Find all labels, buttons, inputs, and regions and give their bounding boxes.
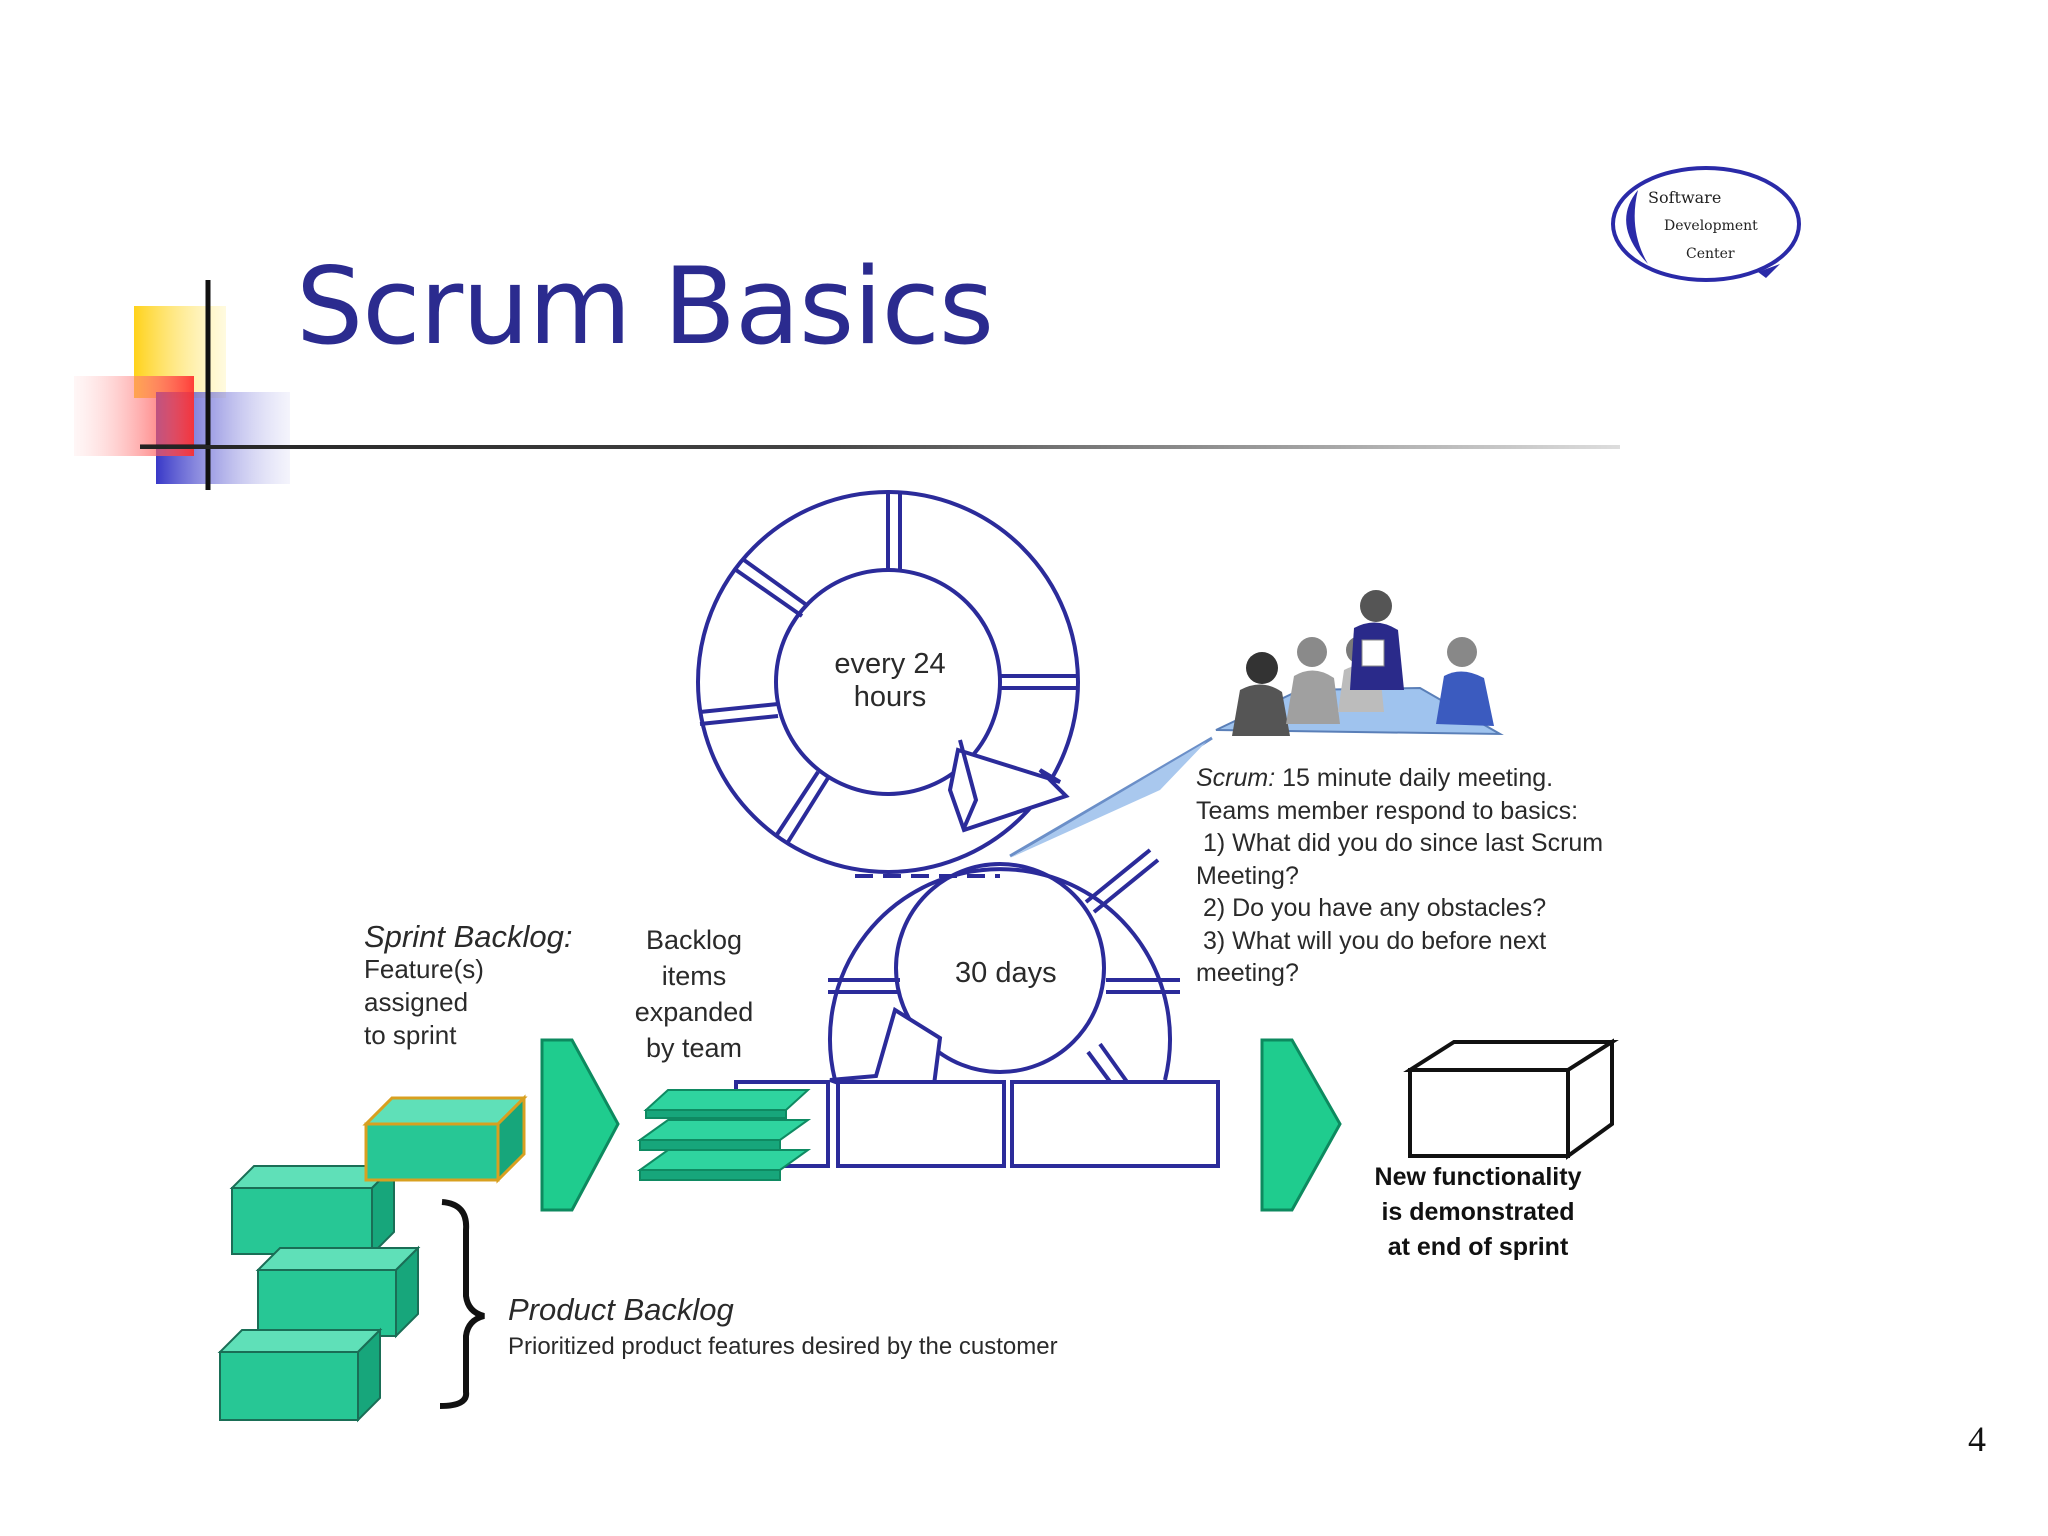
- product-backlog-label: Product Backlog Prioritized product feat…: [508, 1290, 1058, 1363]
- red-square: [74, 376, 194, 456]
- sprint-track: [734, 1080, 1220, 1168]
- slide-title: Scrum Basics: [296, 245, 994, 368]
- new-functionality-label: New functionality is demonstrated at end…: [1374, 1163, 1582, 1261]
- sprint-cycle-ring: [828, 848, 1180, 1108]
- daily-cycle-arrow: [947, 747, 1070, 833]
- product-backlog-boxes: [217, 1163, 421, 1423]
- title-underline: [140, 445, 1620, 449]
- page-number: 4: [1968, 1419, 1986, 1459]
- product-backlog-bracket: [439, 1199, 485, 1409]
- backlog-items-stack: [636, 1089, 812, 1181]
- logo-line3: Center: [1686, 246, 1735, 262]
- backlog-items-label: Backlog items expanded by team: [634, 925, 754, 1063]
- new-functionality-box: [1403, 1038, 1619, 1160]
- product-backlog-title: Product Backlog: [508, 1292, 734, 1327]
- arrow-to-backlog-items: [540, 1038, 620, 1212]
- logo-swoosh: [1611, 166, 1801, 282]
- logo-line1: Software: [1648, 188, 1722, 207]
- logo-line2: Development: [1664, 218, 1758, 234]
- sprint-cycle-label: 30 days: [955, 957, 1057, 989]
- title-decoration: [74, 280, 290, 490]
- daily-cycle-ring: [696, 490, 1080, 874]
- sprint-backlog-box: [362, 1094, 528, 1184]
- scrum-meeting-title: Scrum:: [1196, 764, 1276, 792]
- product-backlog-subtitle: Prioritized product features desired by …: [508, 1333, 1058, 1360]
- meeting-illustration: [1215, 590, 1504, 736]
- scrum-meeting-text: Scrum: 15 minute daily meeting. Teams me…: [1196, 764, 1604, 987]
- daily-cycle-label: every 24 hours: [834, 648, 946, 713]
- sprint-backlog-title: Sprint Backlog:: [364, 919, 573, 954]
- arrow-to-new-functionality: [1260, 1038, 1342, 1212]
- sprint-backlog-label: Sprint Backlog: Feature(s) assigned to s…: [364, 919, 573, 1050]
- logo: Software Development Center: [1608, 160, 1804, 288]
